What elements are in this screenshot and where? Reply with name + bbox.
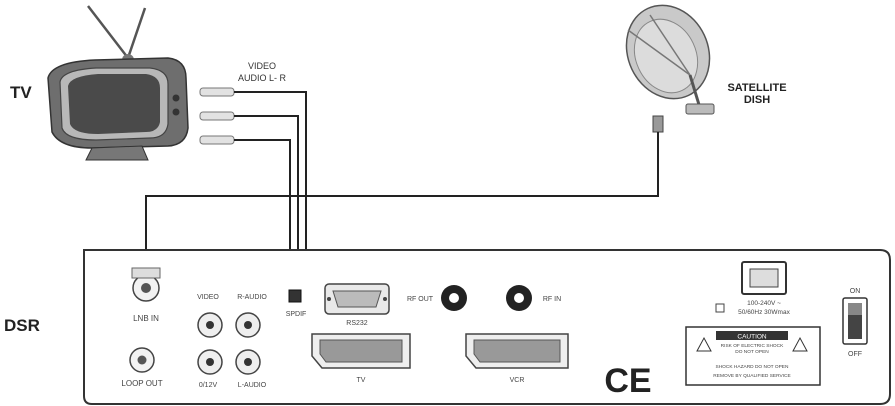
caution-line-4: REMOVE BY QUALIFIED SERVICE: [713, 373, 790, 379]
power-rating-2: 50/60Hz 30Wmax: [738, 309, 790, 316]
caution-line-1: RISK OF ELECTRIC SHOCK: [721, 343, 784, 349]
rs232-label: RS232: [346, 320, 368, 327]
power-socket: [741, 261, 787, 295]
power-switch: [842, 297, 868, 345]
12v-jack: [197, 349, 223, 375]
video-label: VIDEO: [248, 61, 276, 71]
video-jack: [197, 312, 223, 338]
dish-label: DISH: [744, 94, 770, 106]
r-audio-label: R-AUDIO: [237, 294, 267, 301]
loop-out-label: LOOP OUT: [121, 379, 162, 388]
audio-lr-label: AUDIO L- R: [238, 73, 287, 83]
l-audio-label: L-AUDIO: [238, 382, 267, 389]
rf-in-connector: [506, 285, 532, 311]
satellite-label: SATELLITE: [727, 82, 786, 94]
r-audio-jack: [235, 312, 261, 338]
rs232-port: [324, 283, 390, 315]
spdif-port: [288, 289, 302, 303]
scart-tv-label: TV: [357, 377, 366, 384]
caution-title: CAUTION: [737, 334, 767, 341]
double-insulation-icon: [715, 303, 725, 313]
caution-line-3: SHOCK HAZARD DO NOT OPEN: [716, 364, 789, 370]
caution-label: [685, 326, 821, 386]
power-rating-1: 100-240V ~: [747, 300, 781, 307]
rf-in-label: RF IN: [543, 296, 561, 303]
spdif-label: SPDIF: [286, 311, 307, 318]
dsr-label: DSR: [4, 316, 40, 335]
tv-label: TV: [10, 83, 32, 102]
lnb-in-label: LNB IN: [133, 314, 159, 323]
satellite-dish-illustration: [625, 4, 715, 133]
caution-line-2: DO NOT OPEN: [735, 349, 769, 355]
scart-vcr-port: [465, 333, 569, 369]
loop-out-connector: [129, 347, 155, 373]
rf-out-label: RF OUT: [407, 296, 434, 303]
scart-vcr-label: VCR: [510, 377, 525, 384]
lnb-in-connector: [131, 267, 161, 302]
video-out-label: VIDEO: [197, 294, 219, 301]
switch-on-label: ON: [850, 288, 861, 295]
rf-out-connector: [441, 285, 467, 311]
12v-label: 0/12V: [199, 382, 218, 389]
ce-mark: CE: [604, 362, 651, 400]
tv-illustration: [47, 5, 189, 161]
l-audio-jack: [235, 349, 261, 375]
switch-off-label: OFF: [848, 351, 862, 358]
rca-plugs: [199, 87, 235, 145]
scart-tv-port: [311, 333, 411, 369]
